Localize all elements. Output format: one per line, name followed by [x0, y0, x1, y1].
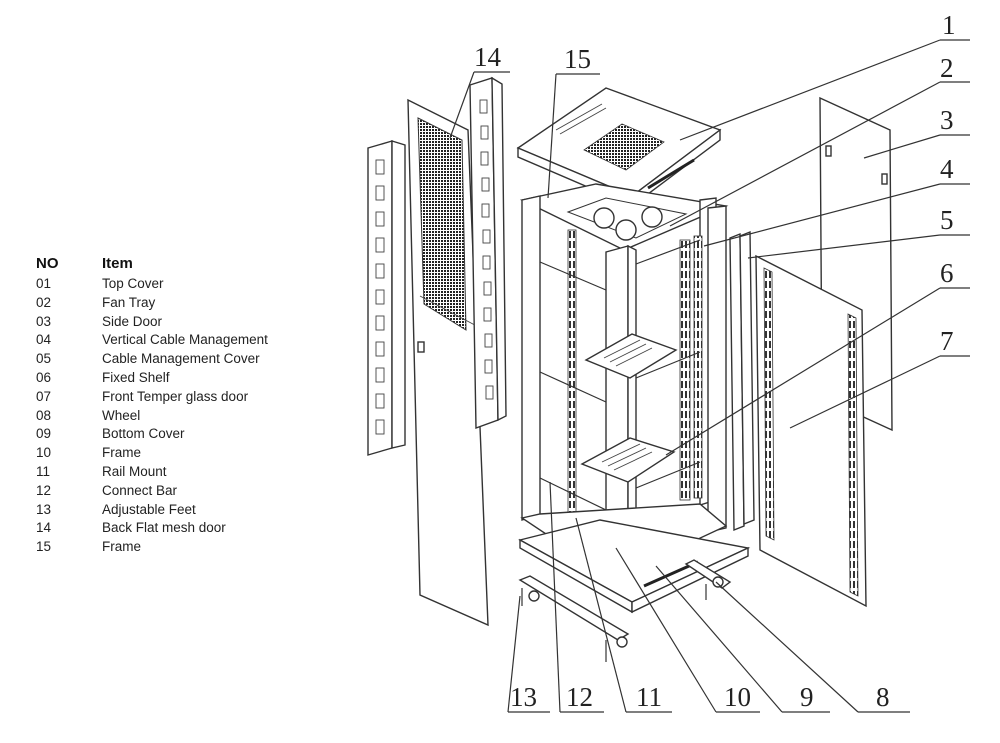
legend-no: 15 [36, 539, 52, 555]
legend-header-no: NO [36, 255, 59, 272]
callout-2: 2 [940, 53, 954, 83]
parts-legend: NO Item 01 Top Cover 02 Fan Tray 03 Side Do… [36, 255, 296, 557]
callout-11: 11 [636, 682, 662, 712]
legend-no: 08 [36, 407, 52, 423]
legend-item: Frame [102, 539, 142, 555]
legend-row: 11 Rail Mount [36, 463, 296, 482]
legend-no: 14 [36, 520, 52, 536]
legend-item: Adjustable Feet [102, 501, 196, 517]
legend-no: 02 [36, 294, 52, 310]
left-side-rail [367, 140, 406, 456]
legend-item: Fixed Shelf [102, 369, 170, 385]
callout-labels: 1 2 3 4 5 6 7 8 9 10 11 12 13 14 15 [474, 10, 956, 712]
legend-no: 01 [36, 276, 52, 291]
legend-item: Side Door [102, 313, 163, 329]
legend-row: 01 Top Cover [36, 275, 296, 294]
legend-row: 15 Frame [36, 538, 296, 557]
legend-no: 04 [36, 332, 52, 348]
legend-item: Connect Bar [102, 482, 178, 498]
callout-9: 9 [800, 682, 814, 712]
connect-bars-and-wheels [518, 559, 732, 662]
legend-item: Rail Mount [102, 463, 167, 479]
callout-12: 12 [566, 682, 593, 712]
cabinet-frame [519, 183, 729, 576]
legend-row: 03 Side Door [36, 313, 296, 332]
legend-row: 07 Front Temper glass door [36, 388, 296, 407]
legend-no: 03 [36, 313, 52, 329]
callout-15: 15 [564, 44, 591, 74]
legend-header: NO Item [36, 255, 296, 275]
legend-no: 10 [36, 445, 52, 461]
legend-no: 13 [36, 501, 52, 517]
legend-item: Wheel [102, 407, 141, 423]
callout-8: 8 [876, 682, 890, 712]
callout-10: 10 [724, 682, 751, 712]
legend-row: 13 Adjustable Feet [36, 501, 296, 520]
legend-row: 12 Connect Bar [36, 482, 296, 501]
callout-1: 1 [942, 10, 956, 40]
legend-no: 11 [36, 463, 51, 479]
callout-4: 4 [940, 154, 954, 184]
callout-13: 13 [510, 682, 537, 712]
legend-item: Cable Management Cover [102, 351, 260, 367]
legend-row: 09 Bottom Cover [36, 425, 296, 444]
legend-item: Fan Tray [102, 294, 156, 310]
leader-lines [449, 39, 970, 713]
legend-row: 04 Vertical Cable Management [36, 331, 296, 350]
legend-item: Vertical Cable Management [102, 332, 268, 348]
legend-no: 12 [36, 482, 52, 498]
legend-item: Top Cover [102, 276, 164, 291]
callout-6: 6 [940, 258, 954, 288]
rear-vertical-rail [469, 76, 507, 429]
legend-row: 02 Fan Tray [36, 294, 296, 313]
legend-no: 07 [36, 388, 52, 404]
legend-item: Bottom Cover [102, 426, 185, 442]
legend-row: 10 Frame [36, 444, 296, 463]
legend-no: 06 [36, 369, 52, 385]
back-mesh-door [407, 98, 489, 627]
legend-item: Frame [102, 445, 142, 461]
bottom-cover [518, 519, 751, 614]
legend-item: Back Flat mesh door [102, 520, 226, 536]
legend-no: 09 [36, 426, 52, 442]
callout-7: 7 [940, 326, 954, 356]
legend-row: 14 Back Flat mesh door [36, 519, 296, 538]
legend-row: 06 Fixed Shelf [36, 369, 296, 388]
legend-no: 05 [36, 351, 52, 367]
cable-management-cover [739, 230, 755, 526]
legend-header-item: Item [102, 255, 133, 272]
legend-item: Front Temper glass door [102, 388, 249, 404]
front-glass-door [755, 254, 867, 608]
legend-row: 05 Cable Management Cover [36, 350, 296, 369]
legend-row: 08 Wheel [36, 407, 296, 426]
callout-3: 3 [940, 105, 954, 135]
callout-5: 5 [940, 205, 954, 235]
callout-14: 14 [474, 42, 502, 72]
